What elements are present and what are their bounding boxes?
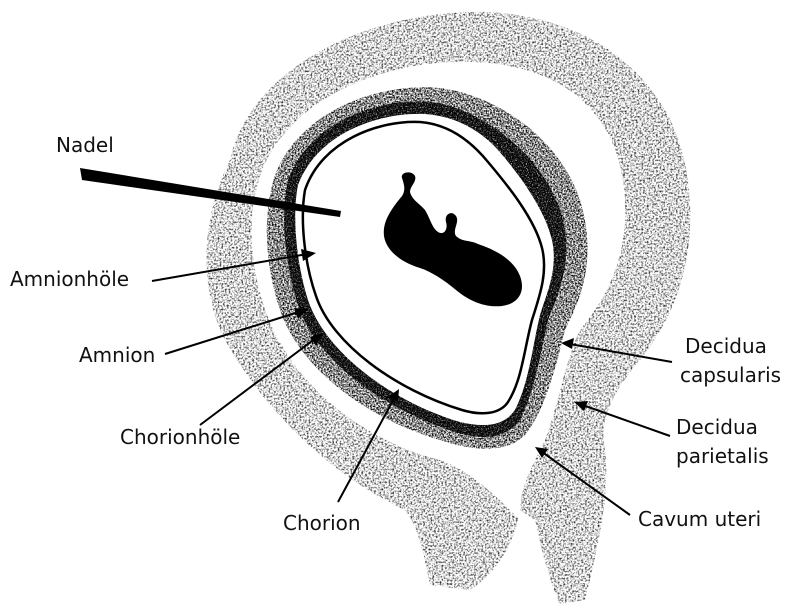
label-chorionhoele: Chorionhöle: [120, 425, 240, 449]
label-amnionhoele: Amnionhöle: [10, 267, 129, 291]
label-decidua-parietalis-line1: Decidua: [676, 415, 758, 439]
label-decidua-parietalis-line2: parietalis: [676, 444, 769, 468]
label-decidua-capsularis-line2: capsularis: [680, 363, 781, 387]
label-cavum-uteri: Cavum uteri: [638, 507, 761, 531]
label-nadel: Nadel: [56, 133, 114, 157]
label-amnion: Amnion: [79, 343, 155, 367]
label-decidua-capsularis-line1: Decidua: [685, 334, 767, 358]
label-chorion: Chorion: [283, 511, 361, 535]
